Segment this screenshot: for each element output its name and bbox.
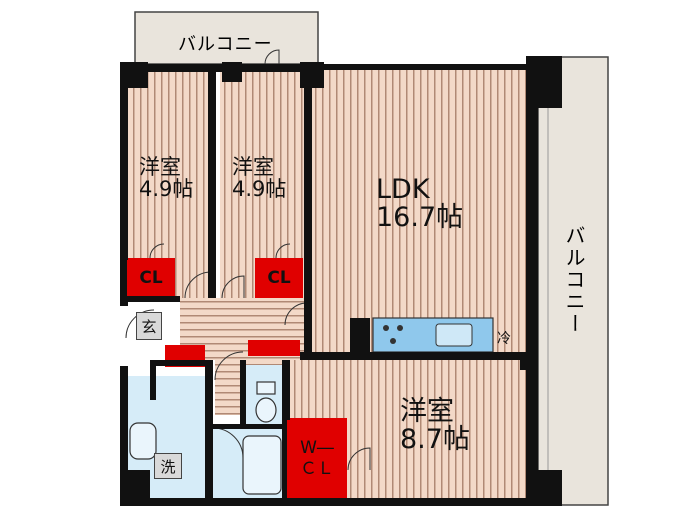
balcony-top-label: バルコニー <box>178 34 273 55</box>
balcony-right-label: バルコニー <box>562 225 586 335</box>
room-ldk-size: 16.7帖 <box>376 202 464 234</box>
stove-burner <box>383 325 389 331</box>
room-western-2-label: 洋室 4.9帖 <box>232 156 286 200</box>
bathtub <box>242 435 282 495</box>
closet-hall <box>248 340 300 356</box>
balcony-top <box>134 11 319 65</box>
room-western-3-size: 8.7帖 <box>400 424 470 456</box>
toilet-bowl <box>255 397 277 423</box>
wash-basin <box>129 422 157 460</box>
room-western-3-name: 洋室 <box>400 396 454 427</box>
walk-in-closet-line1: W― <box>300 437 334 458</box>
room-ldk-name: LDK <box>376 174 430 205</box>
room-western-1-name: 洋室 <box>139 155 181 179</box>
room-western-1-label: 洋室 4.9帖 <box>139 156 193 200</box>
room-western-2-size: 4.9帖 <box>232 177 287 202</box>
closet-1-label: CL <box>127 260 175 296</box>
kitchen-counter <box>372 317 494 353</box>
room-ldk-floor <box>312 68 534 356</box>
laundry-label: 洗 <box>154 453 182 479</box>
toilet-tank <box>256 381 276 395</box>
room-ldk-label: LDK 16.7帖 <box>376 174 464 234</box>
refrigerator-label: 冷 <box>497 331 511 347</box>
walls <box>120 58 538 506</box>
stove-burner <box>397 325 403 331</box>
walk-in-closet-line2: ＣＬ <box>300 459 334 479</box>
entrance-label: 玄 <box>136 312 162 340</box>
stove-burner <box>390 338 396 344</box>
room-western-2-name: 洋室 <box>232 155 274 179</box>
room-western-1-size: 4.9帖 <box>139 177 194 202</box>
balcony-right <box>537 56 609 506</box>
room-western-3-label: 洋室 8.7帖 <box>400 396 470 456</box>
walk-in-closet-label: W― ＣＬ <box>287 420 347 498</box>
kitchen-sink <box>435 323 473 347</box>
closet-2-label: CL <box>255 260 303 296</box>
